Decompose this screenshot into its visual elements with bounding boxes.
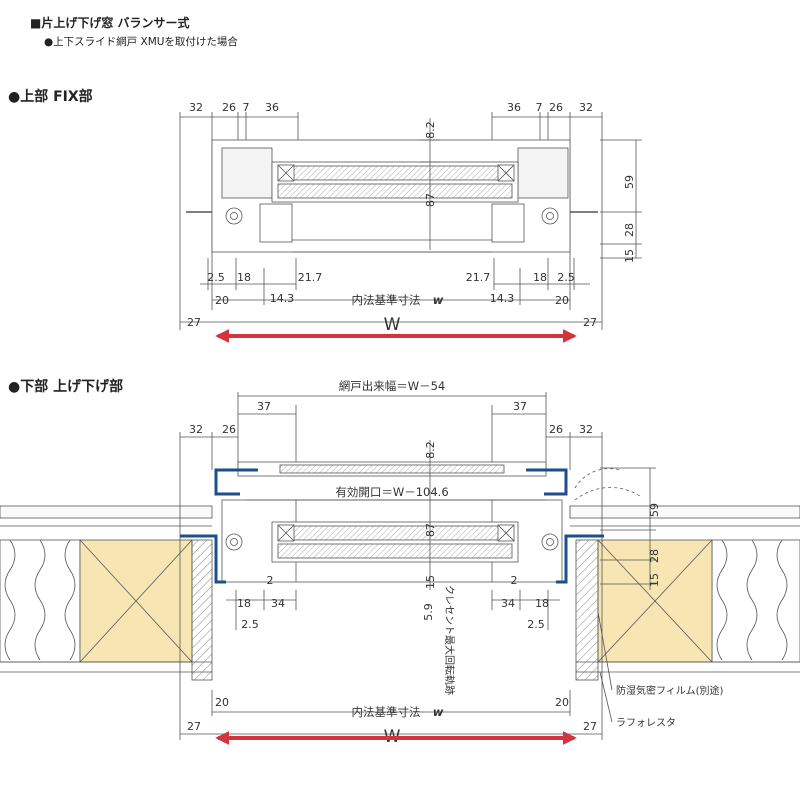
- lower-top-left-dim-2: 32: [189, 423, 203, 436]
- upper-right-dim-3: 15: [623, 249, 636, 263]
- effective-opening-label: 有効開口＝W－104.6: [335, 485, 448, 499]
- upper-center-dim-2: 87: [424, 193, 437, 207]
- blue-frame-outline: [180, 468, 604, 584]
- lower-bottom-right-dim-2: 34: [501, 597, 515, 610]
- lower-bottom-left-dim-1: 2: [267, 574, 274, 587]
- upper-bottom-left-dim-6: 27: [187, 316, 201, 329]
- upper-top-dim-3: 7: [243, 101, 250, 114]
- lower-top-left-dim-1: 37: [257, 400, 271, 413]
- lower-window: [179, 392, 656, 740]
- film-label: 防湿気密フィルム(別途): [616, 684, 724, 697]
- lower-bottom-right-dim-4: 2.5: [527, 618, 545, 631]
- upper-bottom-left-dim-4: 14.3: [270, 292, 295, 305]
- upper-inner-label: 内法基準寸法: [352, 293, 421, 307]
- upper-top-dim-8: 32: [579, 101, 593, 114]
- lower-right-dim-2: 28: [648, 549, 661, 563]
- lower-bottom-left-dim-2: 18: [237, 597, 251, 610]
- lower-center-dim-3: 15: [424, 575, 437, 589]
- lower-bottom-left-dim-5: 20: [215, 696, 229, 709]
- upper-bottom-left-dim-1: 2.5: [207, 271, 225, 284]
- lower-top-right-dim-1: 37: [513, 400, 527, 413]
- upper-bottom-right-dim-3: 2.5: [557, 271, 575, 284]
- lower-inner-label: 内法基準寸法: [352, 705, 421, 719]
- lower-bottom-left-dim-3: 34: [271, 597, 285, 610]
- lower-section-heading: ●下部 上げ下げ部: [8, 379, 124, 395]
- upper-bottom-right-dim-4: 14.3: [490, 292, 515, 305]
- upper-bottom-left-dim-3: 21.7: [298, 271, 323, 284]
- lower-wall: [0, 505, 800, 681]
- lower-center-dim-1: 8.2: [424, 441, 437, 459]
- drawing-subtitle: ●上下スライド網戸 XMUを取付けた場合: [44, 36, 238, 48]
- upper-top-dim-2: 26: [222, 101, 236, 114]
- lower-bottom-right-dim-3: 18: [535, 597, 549, 610]
- upper-bottom-right-dim-2: 18: [533, 271, 547, 284]
- lower-bottom-right-dim-5: 20: [555, 696, 569, 709]
- crescent-dim: 5.9: [422, 603, 435, 621]
- upper-section-heading: ●上部 FIX部: [8, 89, 93, 105]
- upper-bottom-right-dim-6: 27: [583, 316, 597, 329]
- screen-width-label: 網戸出来幅＝W－54: [339, 379, 446, 393]
- upper-width-label: W: [384, 315, 401, 335]
- lower-right-dim-1: 59: [648, 503, 661, 517]
- upper-bottom-left-dim-5: 20: [215, 294, 229, 307]
- upper-bottom-right-dim-1: 21.7: [466, 271, 491, 284]
- upper-top-dim-7: 26: [549, 101, 563, 114]
- upper-right-dim-1: 59: [623, 175, 636, 189]
- lower-bottom-right-dim-1: 2: [511, 574, 518, 587]
- lower-bottom-left-dim-4: 2.5: [241, 618, 259, 631]
- upper-right-dim-2: 28: [623, 223, 636, 237]
- upper-top-dim-4: 36: [265, 101, 279, 114]
- lower-bottom-left-dim-6: 27: [187, 720, 201, 733]
- upper-top-dim-1: 32: [189, 101, 203, 114]
- lath-label: ラフォレスタ: [616, 717, 676, 729]
- lower-bottom-right-dim-6: 27: [583, 720, 597, 733]
- lower-top-right-dim-2: 26: [549, 423, 563, 436]
- lower-inner-symbol: w: [433, 705, 444, 719]
- lower-center-dim-2: 87: [424, 523, 437, 537]
- upper-drawing: [179, 112, 642, 330]
- upper-bottom-left-dim-2: 18: [237, 271, 251, 284]
- upper-center-dim-1: 8.2: [424, 121, 437, 139]
- upper-bottom-right-dim-5: 20: [555, 294, 569, 307]
- crescent-label: クレセント最大回転軌跡: [443, 585, 456, 695]
- drawing-title: ■片上げ下げ窓 バランサー式: [30, 16, 190, 30]
- upper-top-dim-6: 7: [536, 101, 543, 114]
- lower-top-left-dim-3: 26: [222, 423, 236, 436]
- upper-top-dim-5: 36: [507, 101, 521, 114]
- upper-inner-symbol: w: [433, 293, 444, 307]
- lower-right-dim-3: 15: [648, 573, 661, 587]
- lower-top-right-dim-3: 32: [579, 423, 593, 436]
